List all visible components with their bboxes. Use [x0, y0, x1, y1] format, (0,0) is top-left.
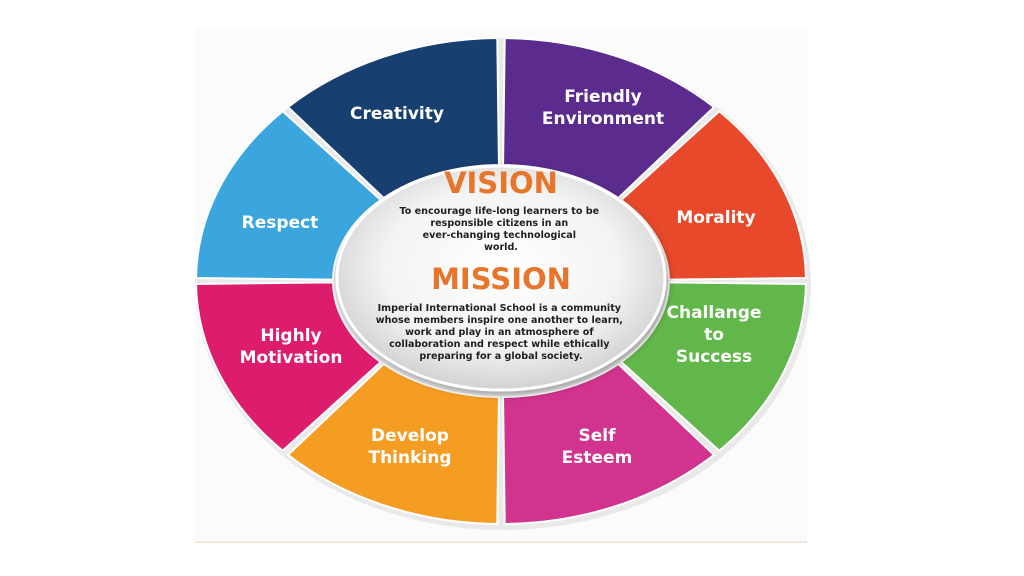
segment-label-line: Environment — [542, 109, 664, 129]
vision-heading: VISION — [444, 166, 558, 200]
segment-label-line: Highly — [260, 326, 321, 346]
mission-text-line: preparing for a global society. — [419, 351, 582, 362]
segment-develop-thinking — [286, 362, 500, 525]
vision-text-line: responsible citizens in an — [430, 218, 568, 229]
vision-text-line: To encourage life-long learners to be — [399, 206, 599, 217]
mission-text-line: collaboration and respect while ethicall… — [389, 339, 610, 350]
mission-text-line: Imperial International School is a commu… — [378, 303, 622, 314]
segment-label-line: Esteem — [562, 448, 633, 468]
segment-label-line: Self — [579, 426, 617, 446]
vision-text: To encourage life-long learners to be re… — [399, 206, 602, 253]
wheel-segments — [195, 37, 807, 525]
segment-label-line: Respect — [242, 213, 319, 233]
segment-label-line: Develop — [371, 426, 449, 446]
segment-self-esteem — [502, 362, 716, 525]
segment-label-creativity: Creativity — [350, 104, 444, 124]
mission-text-line: whose members inspire one another to lea… — [376, 315, 623, 326]
segment-label-line: Success — [676, 347, 752, 367]
segment-label-line: to — [704, 325, 724, 345]
segment-challange-to-success — [619, 281, 807, 453]
segment-label-morality: Morality — [676, 208, 755, 228]
segment-morality — [619, 109, 807, 281]
mission-heading: MISSION — [431, 262, 571, 296]
bottom-divider — [195, 541, 807, 543]
segment-label-line: Challange — [667, 303, 762, 323]
segment-label-line: Motivation — [240, 348, 343, 368]
vision-text-line: world. — [484, 242, 518, 253]
segment-label-line: Creativity — [350, 104, 444, 124]
vision-text-line: ever-changing technological — [423, 230, 577, 241]
center-disc: VISION To encourage life-long learners t… — [335, 164, 667, 392]
mission-text: Imperial International School is a commu… — [376, 303, 627, 362]
mission-text-line: work and play in an atmosphere of — [405, 327, 594, 338]
segment-label-respect: Respect — [242, 213, 319, 233]
segment-respect — [195, 109, 383, 281]
segment-label-line: Friendly — [564, 87, 641, 107]
segment-label-line: Thinking — [368, 448, 451, 468]
segment-highly-motivation — [195, 281, 383, 453]
segment-label-line: Morality — [676, 208, 755, 228]
